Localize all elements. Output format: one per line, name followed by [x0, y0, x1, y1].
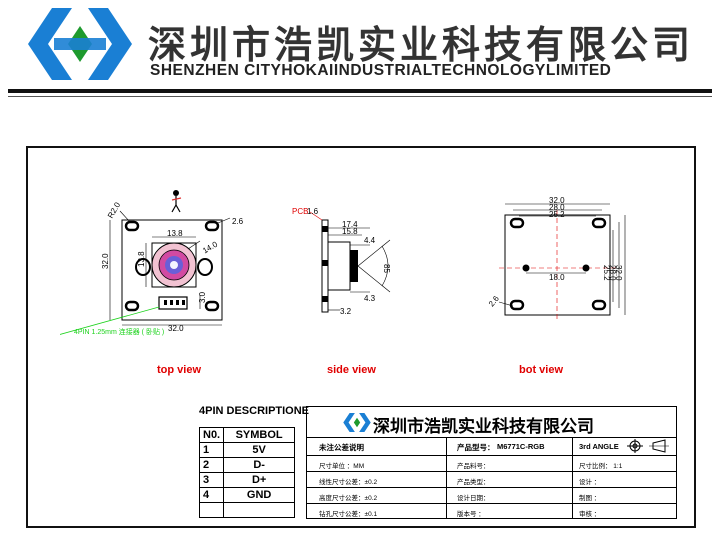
pin-table: N0. SYMBOL 1 5V 2 D- 3 D+ 4 GND [198, 427, 296, 518]
pin-no: 2 [198, 457, 225, 473]
dim-side-d2: 15.8 [342, 227, 358, 236]
dim-corner-r: R2.0 [106, 200, 123, 220]
pin-no: 3 [198, 472, 225, 488]
pin-symbol: D- [223, 457, 296, 473]
design-cell: 设计 ： [579, 479, 601, 486]
model-label: 产品型号： [457, 443, 495, 452]
dim-side-d4: 4.3 [364, 294, 376, 303]
dim-pcb: PCB [292, 207, 308, 216]
mount-hole [124, 220, 140, 232]
connector-note: 4PIN 1.25mm 连接器 ( 卧贴 ) [74, 329, 165, 336]
drawing-frame [26, 146, 696, 528]
mount-hole [509, 217, 525, 229]
pin-no: 4 [198, 487, 225, 503]
dim-bot-h2: 28.0 [608, 265, 617, 281]
model-value: M6771C-RGB [497, 442, 545, 451]
mount-hole [124, 300, 140, 312]
dim-bot-w3: 25.2 [549, 210, 565, 219]
dim-bot-h1: 25.2 [602, 265, 611, 281]
unit-cell: 尺寸单位 ：MM [319, 463, 365, 470]
dim-bot-hole-sp: 18.0 [549, 273, 565, 282]
dim-bot-w1: 32.0 [549, 196, 565, 205]
top-view-label: top view [157, 364, 202, 376]
mount-hole [591, 217, 607, 229]
pin-symbol: GND [223, 487, 296, 503]
drill-tol-cell: 钻孔尺寸公差：±0.1 [319, 511, 378, 518]
drafting-cell: 制图 ： [579, 495, 601, 502]
height-tol-cell: 高度尺寸公差：±0.2 [319, 495, 378, 502]
bot-view-drawing: 32.0 28.0 25.2 18.0 25.2 28.0 32.0 2.6 [487, 196, 626, 320]
dim-board-w: 32.0 [168, 324, 184, 333]
dim-bot-hole: 2.6 [487, 294, 501, 309]
design-date-cell: 设计日期： [457, 495, 490, 502]
pin-no: 1 [198, 442, 225, 458]
table-row: 3 D+ [198, 472, 296, 488]
dim-lens-d: 14.0 [201, 239, 219, 255]
title-block-company: 深圳市浩凯实业科技有限公司 [373, 417, 594, 437]
bot-view-label: bot view [519, 364, 564, 376]
dim-lens-w: 13.8 [167, 229, 183, 238]
mount-hole [204, 220, 220, 232]
dim-side-d5: 3.2 [340, 307, 352, 316]
mount-hole [509, 299, 525, 311]
tolerance-title: 未注公差说明 [319, 443, 364, 452]
table-row: 2 D- [198, 457, 296, 473]
linear-tol-cell: 线性尺寸公差：±0.2 [319, 479, 378, 486]
company-name-cn: 深圳市浩凯实业科技有限公司 [148, 23, 695, 67]
title-block-header: 深圳市浩凯实业科技有限公司 [307, 407, 676, 438]
mount-hole [204, 300, 220, 312]
review-cell: 审核 ： [579, 511, 601, 518]
projection-label: 3rd ANGLE [579, 442, 619, 451]
version-cell: 版本号 ： [457, 511, 485, 518]
top-view-drawing: R2.0 2.6 13.8 14.0 13.8 32.0 3.0 32.0 [60, 190, 244, 335]
dim-pcb-t: 1.6 [307, 207, 319, 216]
pin-symbol: 5V [223, 442, 296, 458]
dim-bot-h3: 32.0 [614, 265, 623, 281]
table-row: 1 5V [198, 442, 296, 458]
table-row: 4 GND [198, 487, 296, 503]
part-no-cell: 产品料号： [457, 463, 490, 470]
projection-symbol-icon [627, 439, 669, 453]
dim-side-angle: 85 [382, 264, 391, 273]
pin-table-title: 4PIN DESCRIPTIONE [199, 405, 310, 417]
dim-board-h: 32.0 [101, 253, 110, 269]
dim-lens-h: 13.8 [137, 251, 146, 267]
scale-cell: 尺寸比例： 1:1 [579, 463, 623, 470]
dim-bot-w2: 28.0 [549, 203, 565, 212]
side-view-drawing: PCB 1.6 17.4 15.8 4.4 85 4.3 3.2 [292, 207, 391, 316]
header-rule-thin [8, 96, 712, 97]
dim-side-d1: 17.4 [342, 220, 358, 229]
pin-header-symbol: SYMBOL [223, 427, 296, 443]
table-row: N0. SYMBOL [198, 427, 296, 443]
pin-symbol: D+ [223, 472, 296, 488]
company-logo-small [343, 413, 371, 432]
company-logo [28, 8, 132, 80]
pin-symbol [223, 502, 296, 518]
table-row [198, 502, 296, 518]
title-block: 深圳市浩凯实业科技有限公司 未注公差说明 产品型号： M6771C-RGB 3r… [306, 406, 677, 519]
mount-hole [591, 299, 607, 311]
dim-side-d3: 4.4 [364, 236, 376, 245]
product-type-cell: 产品类型： [457, 479, 490, 486]
header-rule [8, 89, 712, 93]
dim-conn-h: 3.0 [198, 291, 207, 303]
pin-header-no: N0. [198, 427, 225, 443]
side-view-label: side view [327, 364, 376, 376]
dim-hole: 2.6 [232, 217, 244, 226]
company-name-en: SHENZHEN CITYHOKAIINDUSTRIALTECHNOLOGYLI… [150, 62, 612, 79]
pin-no [198, 502, 225, 518]
